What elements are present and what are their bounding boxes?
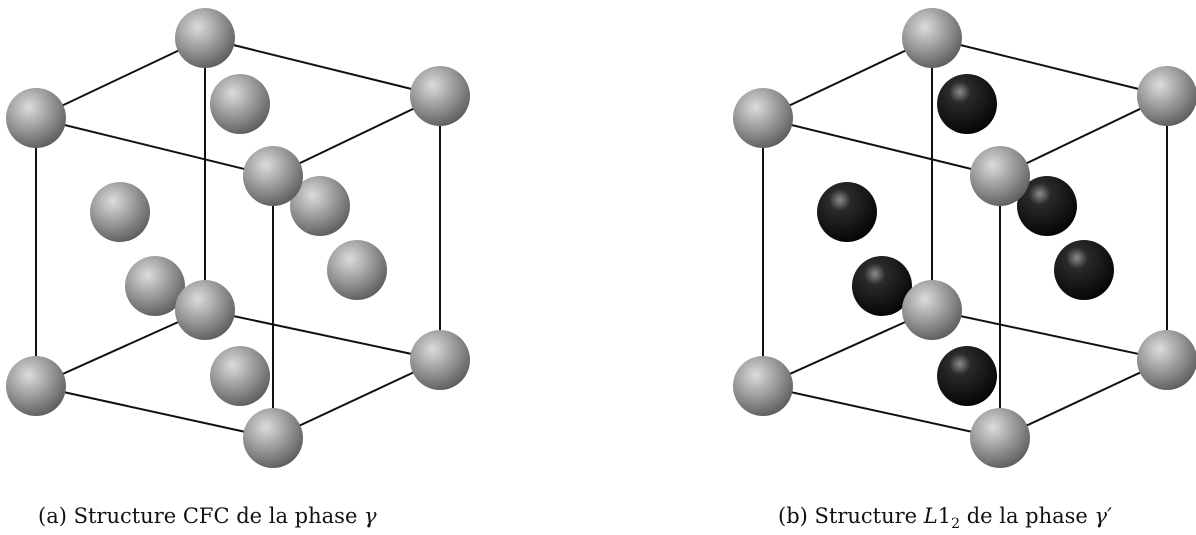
cell-b-face-right-atom (1054, 240, 1114, 300)
cell-b-corner-atom-d (1137, 66, 1196, 126)
cell-a-edge-de (272, 95, 441, 177)
cell-a-corner-atom-b (175, 8, 235, 68)
cell-b-edge-hi (999, 359, 1168, 439)
cell-a-face-left-atom (90, 182, 150, 242)
cell-a-corner-atom-g (175, 280, 235, 340)
cell-b-edge-de (999, 95, 1168, 177)
cell-b-corner-atom-e (970, 146, 1030, 206)
cell-a-corner-atom-f (6, 356, 66, 416)
caption-b-middle: de la phase (960, 504, 1095, 528)
cell-b-face-back-atom (1017, 176, 1077, 236)
cell-b-edge-bd (931, 37, 1168, 97)
fcc-gamma-unit-cell (6, 8, 470, 468)
cell-a-edge-gh (204, 309, 441, 361)
cell-a-edge-fg (35, 309, 206, 387)
cell-b-face-left-atom (817, 182, 877, 242)
cell-a-edge-bd (204, 37, 441, 97)
cell-b-face-top-atom (937, 74, 997, 134)
caption-b-prefix: (b) Structure (778, 504, 924, 528)
caption-a-prefix: (a) Structure CFC de la phase (38, 504, 365, 528)
cell-b-edge-if (762, 385, 1001, 439)
caption-b-structure-l: L (923, 504, 938, 528)
cell-a-face-bottom-atom (210, 346, 270, 406)
cell-a-edge-ab (35, 37, 206, 119)
caption-a-gamma-symbol: γ (364, 504, 377, 528)
caption-l12-gamma-prime: (b) Structure L12 de la phase γ′ (778, 504, 1112, 532)
cell-b-corner-atom-i (970, 408, 1030, 468)
cell-b-corner-atom-a (733, 88, 793, 148)
cell-a-corner-atom-i (243, 408, 303, 468)
cell-a-edge-hi (272, 359, 441, 439)
cell-a-face-front-atom (125, 256, 185, 316)
cell-a-corner-atom-d (410, 66, 470, 126)
cell-a-face-right-atom (327, 240, 387, 300)
cell-b-edge-gh (931, 309, 1168, 361)
caption-fcc-gamma: (a) Structure CFC de la phase γ (38, 506, 377, 527)
caption-b-structure-one: 1 (937, 504, 952, 528)
cell-b-edge-ea (762, 117, 1001, 177)
cell-b-face-bottom-atom (937, 346, 997, 406)
cell-a-corner-atom-a (6, 88, 66, 148)
caption-b-gamma-prime-symbol: γ′ (1094, 504, 1112, 528)
cell-a-face-back-atom (290, 176, 350, 236)
l12-gamma-prime-unit-cell (733, 8, 1196, 468)
cell-a-edge-ea (35, 117, 274, 177)
cell-b-corner-atom-f (733, 356, 793, 416)
cell-b-corner-atom-b (902, 8, 962, 68)
cell-b-face-front-atom (852, 256, 912, 316)
cell-a-edge-if (35, 385, 274, 439)
cell-a-corner-atom-e (243, 146, 303, 206)
cell-b-edge-fg (762, 309, 933, 387)
caption-b-structure-subscript: 2 (951, 516, 961, 532)
cell-b-corner-atom-g (902, 280, 962, 340)
cell-b-edge-ab (762, 37, 933, 119)
cell-a-face-top-atom (210, 74, 270, 134)
cell-a-corner-atom-h (410, 330, 470, 390)
cell-b-corner-atom-h (1137, 330, 1196, 390)
